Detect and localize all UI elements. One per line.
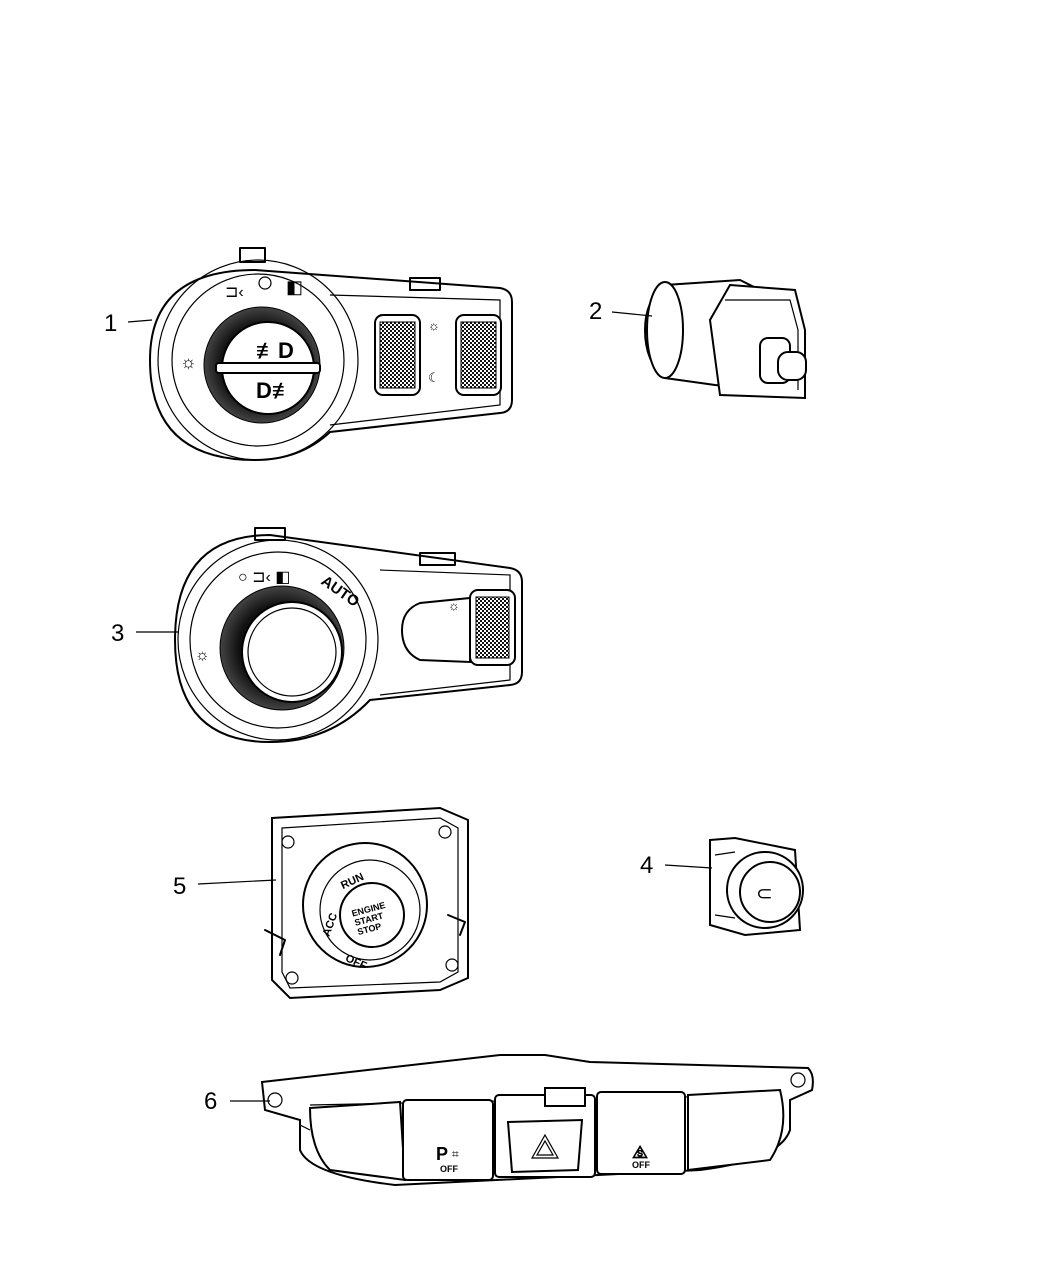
fog-switch-part-2 (643, 278, 807, 400)
svg-text:⊐‹: ⊐‹ (225, 284, 244, 301)
svg-text:⌗: ⌗ (452, 1147, 459, 1161)
callout-3: 3 (111, 620, 178, 647)
ignition-switch-part-5: RUN ACC OFF ENGINE START STOP (264, 806, 469, 1000)
switch-bank-part-6: P ⌗ OFF ⧌ OFF (260, 1054, 814, 1187)
svg-text:☼: ☼ (180, 352, 197, 372)
callout-6: 6 (204, 1088, 270, 1115)
headlamp-switch-part-1: ≢D D≢ ⊐‹ ◧ ☼ ☼ ☾ (148, 247, 513, 462)
park-assist-letter: P (436, 1144, 448, 1164)
svg-text:◧: ◧ (286, 277, 303, 297)
callout-number-3: 3 (111, 620, 124, 647)
callout-1: 1 (104, 310, 153, 337)
svg-text:○ ⊐‹ ◧: ○ ⊐‹ ◧ (238, 569, 290, 586)
callout-number-2: 2 (589, 298, 602, 325)
svg-text:☼: ☼ (195, 647, 210, 664)
push-switch-part-4: ⊂ (709, 836, 804, 937)
callout-number-5: 5 (173, 873, 186, 900)
svg-text:⊂: ⊂ (756, 883, 773, 905)
leader-line-5 (197, 879, 277, 885)
leader-line-4 (664, 864, 713, 869)
svg-text:☾: ☾ (428, 370, 440, 385)
callout-number-4: 4 (640, 852, 653, 879)
leader-line-2 (611, 311, 653, 317)
park-assist-off-label: OFF (440, 1164, 458, 1174)
svg-text:D≢: D≢ (256, 378, 294, 403)
callout-number-1: 1 (104, 310, 117, 337)
leader-line-1 (127, 319, 153, 323)
callout-2: 2 (589, 298, 653, 325)
headlamp-switch-part-3: ○ ⊐‹ ◧ AUTO ☼ ☼ (173, 527, 523, 744)
callout-5: 5 (173, 873, 277, 900)
svg-text:☼: ☼ (448, 598, 460, 613)
callout-4: 4 (640, 852, 713, 879)
svg-text:⧌: ⧌ (632, 1142, 649, 1162)
callout-number-6: 6 (204, 1088, 217, 1115)
svg-text:☼: ☼ (428, 318, 440, 333)
esc-off-label: OFF (632, 1160, 650, 1170)
svg-text:≢D: ≢D (256, 338, 294, 363)
